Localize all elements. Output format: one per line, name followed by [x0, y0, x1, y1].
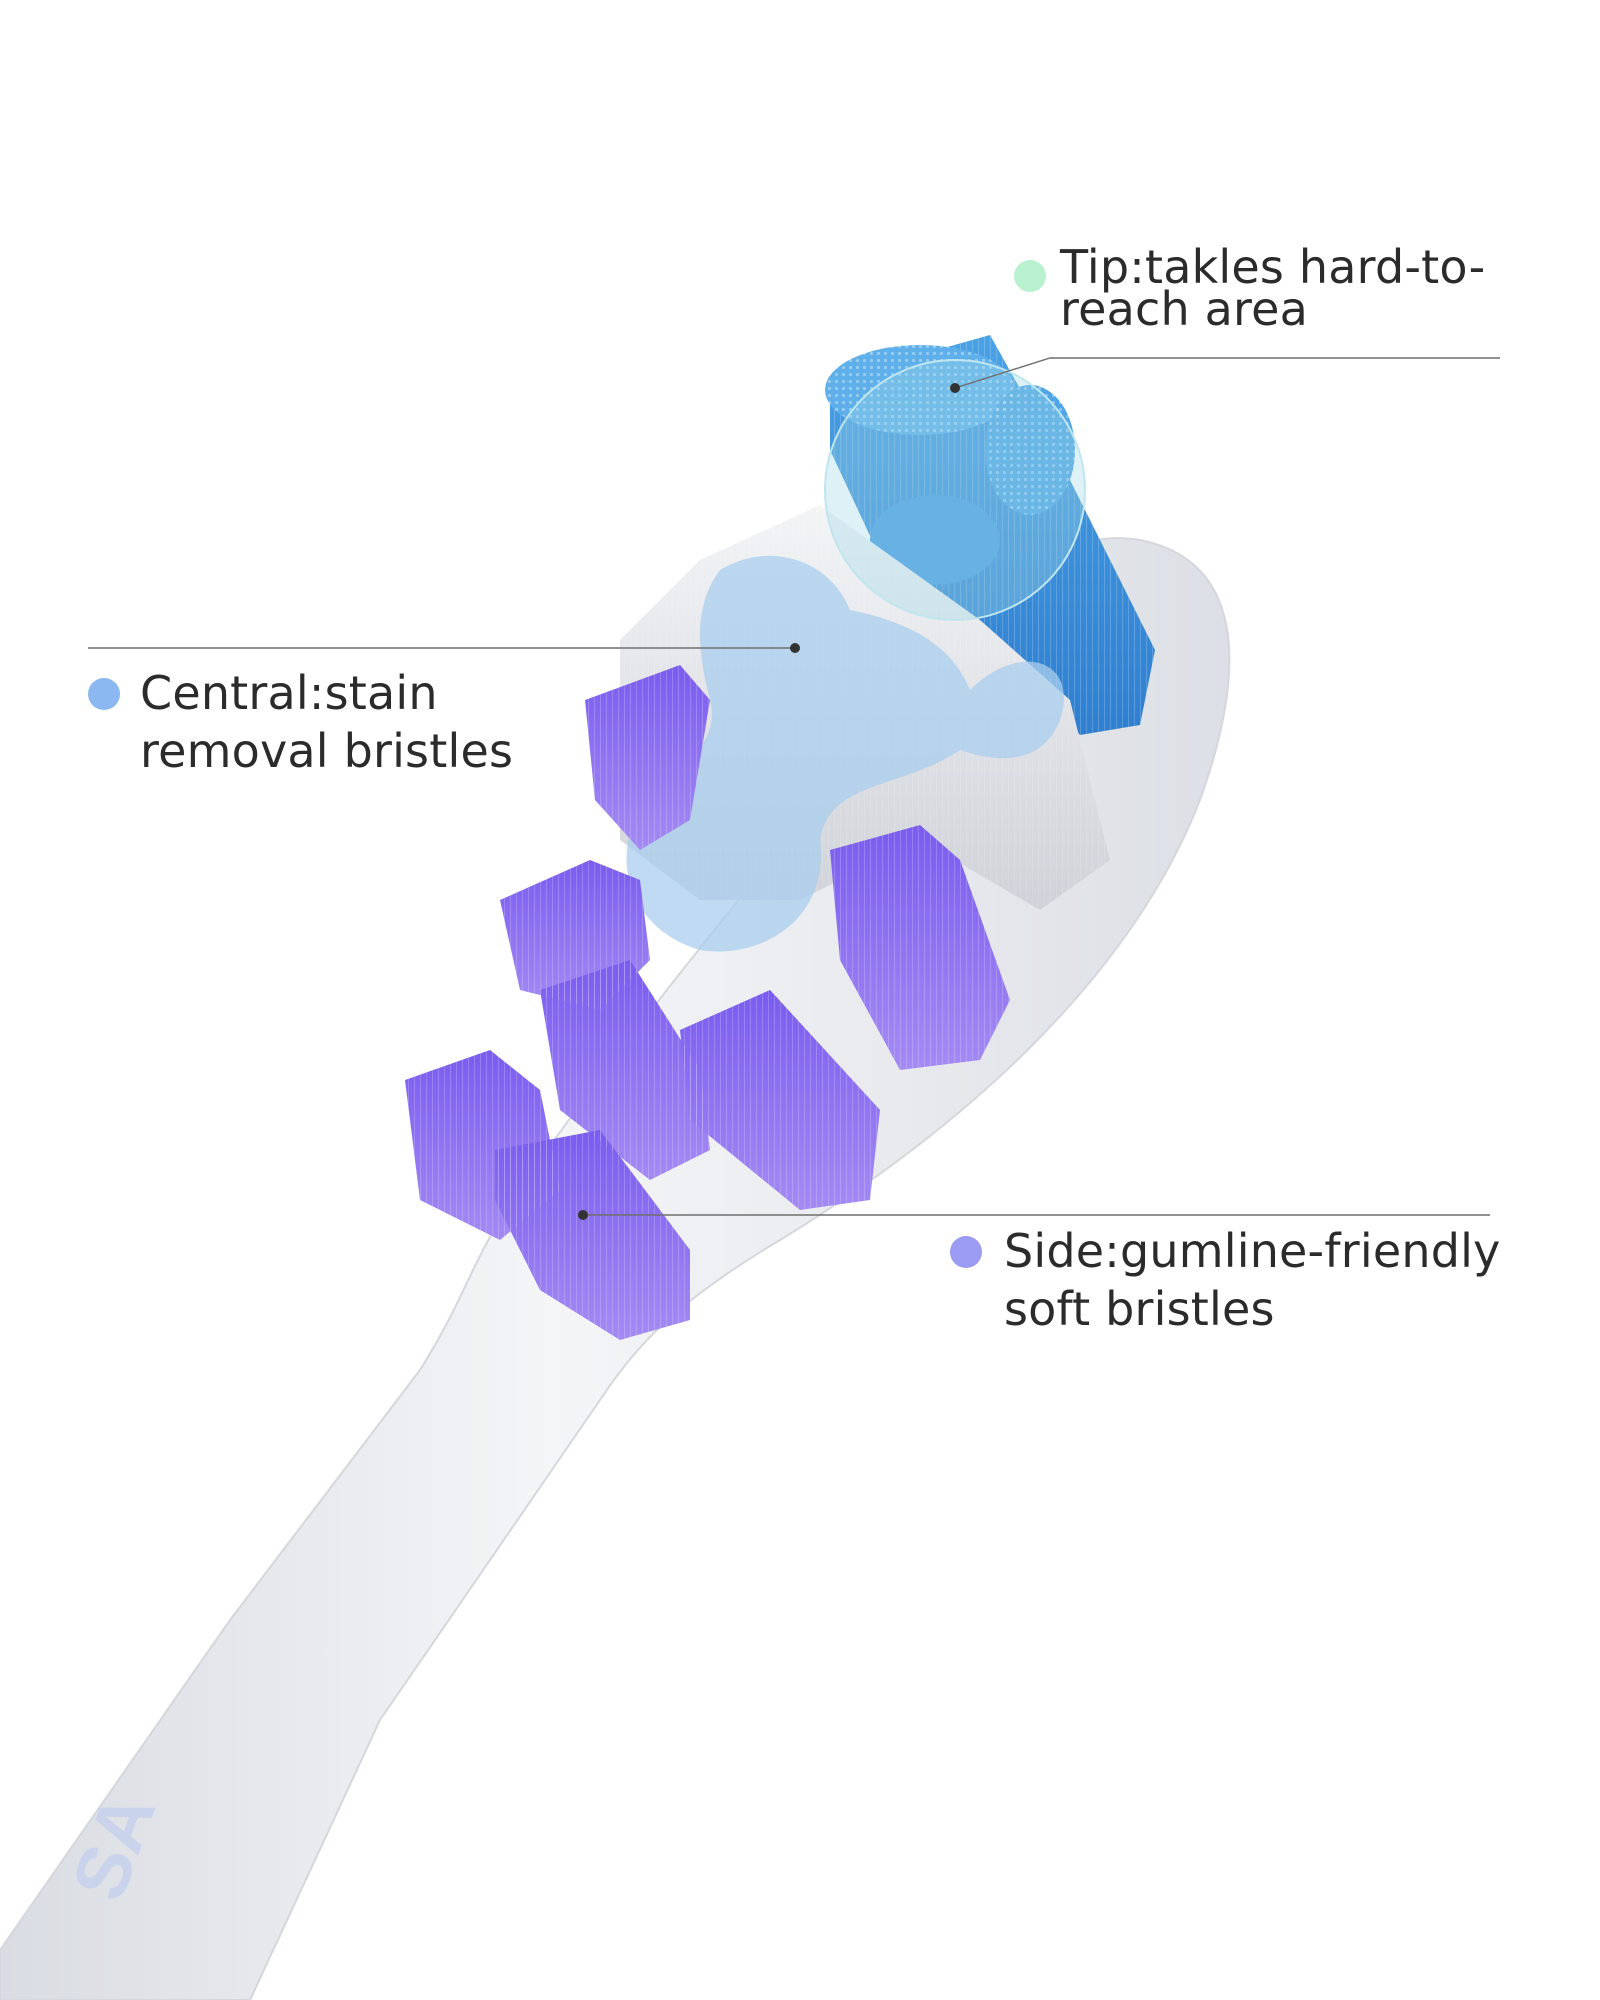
central-callout-line1: Central:stain [140, 666, 438, 720]
central-callout-line2: removal bristles [140, 724, 514, 778]
tip-bristle-tufts [825, 335, 1155, 735]
side-bristle-tufts [405, 665, 1010, 1340]
tip-callout-line1: Tip:takles hard-to- [1060, 240, 1486, 294]
side-callout-label: Side:gumline-friendly soft bristles [1004, 1222, 1501, 1338]
side-callout-line1: Side:gumline-friendly [1004, 1224, 1501, 1278]
leader-anchor-dots [578, 383, 960, 1220]
side-legend-dot [950, 1236, 982, 1268]
side-callout-line2: soft bristles [1004, 1282, 1275, 1336]
leader-lines [88, 357, 1500, 1216]
tip-callout-label: Tip:takles hard-to- reach area [1060, 240, 1486, 336]
central-legend-dot [88, 678, 120, 710]
tip-highlight-circle [824, 359, 1086, 621]
tip-legend-dot [1014, 260, 1046, 292]
central-highlight-overlay [626, 555, 1064, 952]
central-callout-label: Central:stain removal bristles [140, 664, 513, 780]
tip-callout-line2: reach area [1060, 282, 1309, 336]
